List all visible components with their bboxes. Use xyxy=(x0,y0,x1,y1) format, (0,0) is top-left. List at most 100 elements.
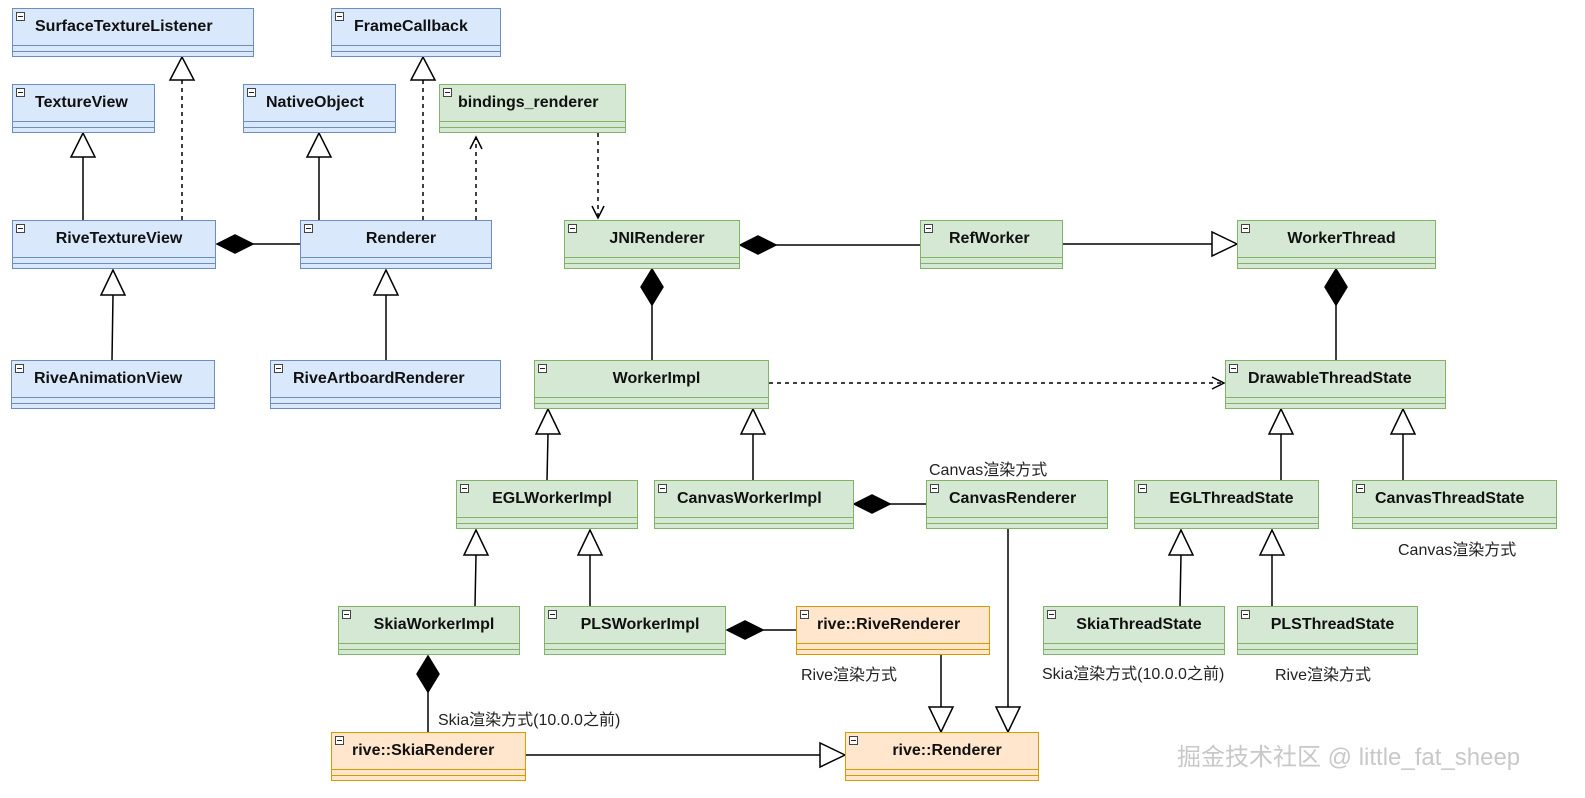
collapse-toggle[interactable] xyxy=(930,484,939,493)
class-name: WorkerImpl xyxy=(612,370,701,387)
note-skia-renderer: Skia渲染方式(10.0.0之前) xyxy=(438,712,621,729)
divider xyxy=(244,127,395,128)
divider xyxy=(927,517,1107,518)
class-name: TextureView xyxy=(35,94,128,111)
class-surface-texture-listener[interactable]: SurfaceTextureListener xyxy=(12,8,254,57)
note-rive-renderer: Rive渲染方式 xyxy=(801,667,898,684)
divider xyxy=(13,127,154,128)
inherit-arrow xyxy=(739,407,767,435)
collapse-toggle[interactable] xyxy=(800,610,809,619)
inherit-arrow xyxy=(1389,407,1417,435)
divider xyxy=(535,397,768,398)
divider xyxy=(332,45,500,46)
class-worker-thread[interactable]: WorkerThread xyxy=(1237,220,1436,269)
collapse-toggle[interactable] xyxy=(16,224,25,233)
divider xyxy=(535,403,768,404)
collapse-toggle[interactable] xyxy=(335,736,344,745)
class-drawable-thread-state[interactable]: DrawableThreadState xyxy=(1225,360,1446,409)
divider xyxy=(1135,517,1318,518)
class-canvas-worker-impl[interactable]: CanvasWorkerImpl xyxy=(654,480,854,529)
class-egl-thread-state[interactable]: EGLThreadState xyxy=(1134,480,1319,529)
class-name: CanvasThreadState xyxy=(1375,490,1525,507)
divider xyxy=(655,523,853,524)
divider xyxy=(13,257,215,258)
collapse-toggle[interactable] xyxy=(1356,484,1365,493)
inherit-arrow xyxy=(1258,528,1286,556)
class-pls-worker-impl[interactable]: PLSWorkerImpl xyxy=(544,606,726,655)
inherit-arrow xyxy=(534,407,562,435)
class-name: SkiaWorkerImpl xyxy=(373,616,495,633)
divider xyxy=(457,517,637,518)
class-canvas-thread-state[interactable]: CanvasThreadState xyxy=(1352,480,1557,529)
divider xyxy=(332,51,500,52)
collapse-toggle[interactable] xyxy=(335,12,344,21)
edge-eglworker-extends-workerimpl xyxy=(546,433,549,481)
collapse-toggle[interactable] xyxy=(274,364,283,373)
collapse-toggle[interactable] xyxy=(924,224,933,233)
collapse-toggle[interactable] xyxy=(304,224,313,233)
class-pls-thread-state[interactable]: PLSThreadState xyxy=(1237,606,1418,655)
class-name: bindings_renderer xyxy=(458,94,599,111)
class-rive-animation-view[interactable]: RiveAnimationView xyxy=(11,360,215,409)
class-bindings-renderer[interactable]: bindings_renderer xyxy=(439,84,626,133)
divider xyxy=(927,523,1107,524)
class-rive-artboard-renderer[interactable]: RiveArtboardRenderer xyxy=(270,360,501,409)
collapse-toggle[interactable] xyxy=(460,484,469,493)
divider xyxy=(565,263,739,264)
class-egl-worker-impl[interactable]: EGLWorkerImpl xyxy=(456,480,638,529)
collapse-toggle[interactable] xyxy=(658,484,667,493)
collapse-toggle[interactable] xyxy=(1241,224,1250,233)
collapse-toggle[interactable] xyxy=(15,364,24,373)
composition-diamond xyxy=(1324,267,1348,307)
class-name: RiveArtboardRenderer xyxy=(293,370,465,387)
open-arrow xyxy=(1211,376,1226,390)
divider xyxy=(13,51,253,52)
composition-diamond xyxy=(852,494,892,514)
collapse-toggle[interactable] xyxy=(548,610,557,619)
divider xyxy=(921,263,1062,264)
collapse-toggle[interactable] xyxy=(1229,364,1238,373)
collapse-toggle[interactable] xyxy=(538,364,547,373)
class-name: CanvasWorkerImpl xyxy=(677,490,822,507)
class-frame-callback[interactable]: FrameCallback xyxy=(331,8,501,57)
inherit-arrow xyxy=(305,131,333,158)
collapse-toggle[interactable] xyxy=(16,12,25,21)
collapse-toggle[interactable] xyxy=(342,610,351,619)
class-name: rive::RiveRenderer xyxy=(817,616,961,633)
collapse-toggle[interactable] xyxy=(1047,610,1056,619)
inherit-arrow xyxy=(69,131,97,158)
class-name: EGLThreadState xyxy=(1169,490,1294,507)
class-name: RefWorker xyxy=(949,230,1030,247)
class-ref-worker[interactable]: RefWorker xyxy=(920,220,1063,269)
realize-arrow xyxy=(409,55,437,81)
class-rive-renderer[interactable]: rive::Renderer xyxy=(845,732,1039,781)
class-texture-view[interactable]: TextureView xyxy=(12,84,155,133)
divider xyxy=(846,769,1038,770)
collapse-toggle[interactable] xyxy=(16,88,25,97)
class-name: EGLWorkerImpl xyxy=(492,490,612,507)
class-renderer[interactable]: Renderer xyxy=(300,220,492,269)
divider xyxy=(1044,643,1224,644)
collapse-toggle[interactable] xyxy=(568,224,577,233)
divider xyxy=(1226,397,1445,398)
divider xyxy=(1044,649,1224,650)
class-skia-worker-impl[interactable]: SkiaWorkerImpl xyxy=(338,606,520,655)
class-rive-texture-view[interactable]: RiveTextureView xyxy=(12,220,216,269)
collapse-toggle[interactable] xyxy=(1241,610,1250,619)
class-jni-renderer[interactable]: JNIRenderer xyxy=(564,220,740,269)
class-native-object[interactable]: NativeObject xyxy=(243,84,396,133)
class-canvas-renderer[interactable]: CanvasRenderer xyxy=(926,480,1108,529)
class-rive-skia-renderer[interactable]: rive::SkiaRenderer xyxy=(331,732,526,781)
class-rive-rive-renderer[interactable]: rive::RiveRenderer xyxy=(796,606,990,655)
divider xyxy=(271,403,500,404)
collapse-toggle[interactable] xyxy=(247,88,256,97)
collapse-toggle[interactable] xyxy=(443,88,452,97)
class-name: WorkerThread xyxy=(1287,230,1396,247)
collapse-toggle[interactable] xyxy=(849,736,858,745)
class-skia-thread-state[interactable]: SkiaThreadState xyxy=(1043,606,1225,655)
collapse-toggle[interactable] xyxy=(1138,484,1147,493)
class-worker-impl[interactable]: WorkerImpl xyxy=(534,360,769,409)
class-name: SkiaThreadState xyxy=(1076,616,1202,633)
divider xyxy=(1226,403,1445,404)
divider xyxy=(846,775,1038,776)
